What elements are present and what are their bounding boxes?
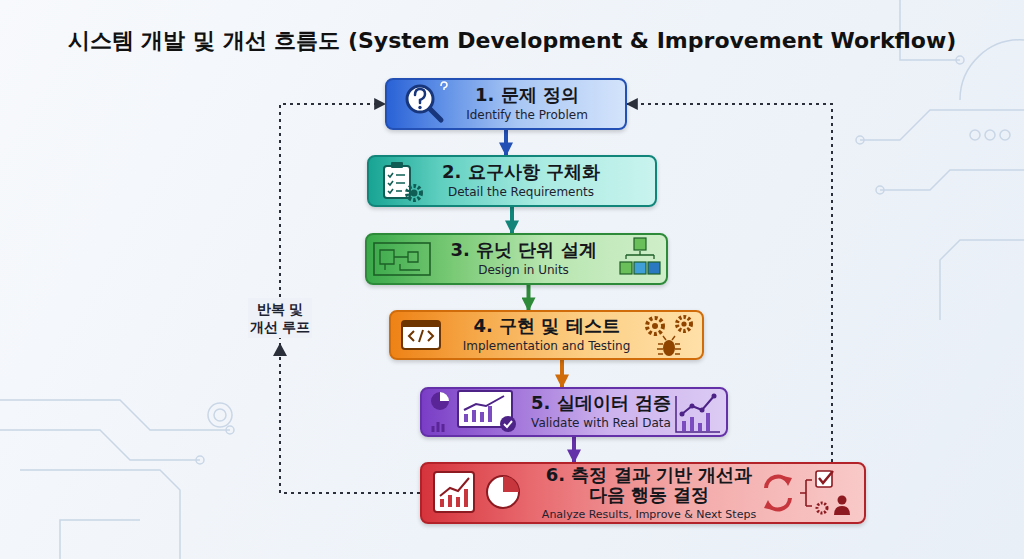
loop-arrowhead	[273, 343, 287, 356]
circuit-node	[214, 409, 226, 421]
process-box: 3. 유닛 단위 설계 Design in Units	[365, 233, 668, 285]
process-box: 5. 실데이터 검증 Validate with Real Data	[420, 387, 728, 437]
circuit-arc	[960, 40, 1024, 100]
circuit-line	[0, 430, 200, 460]
circuit-line	[60, 520, 140, 559]
step-title: 3. 유닛 단위 설계	[450, 240, 596, 261]
circuit-line	[0, 400, 230, 430]
process-box: 2. 요구사항 구체화 Detail the Requirements	[367, 155, 657, 207]
step-subtitle: Detail the Requirements	[448, 185, 594, 199]
step-title: 2. 요구사항 구체화	[442, 162, 600, 183]
step-title: 4. 구현 및 테스트	[473, 316, 619, 337]
circuit-line	[880, 170, 1024, 190]
step-title: 1. 문제 정의	[475, 85, 579, 106]
process-box: 1. 문제 정의 Identify the Problem	[385, 78, 627, 130]
circuit-node	[226, 426, 234, 434]
circuit-node	[956, 56, 964, 64]
circuit-line	[860, 110, 1024, 140]
circuit-node	[208, 403, 232, 427]
step-title: 5. 실데이터 검증	[531, 393, 671, 414]
diagram-title: 시스템 개발 및 개선 흐름도 (System Development & Im…	[0, 26, 1024, 56]
process-box: 4. 구현 및 테스트 Implementation and Testing	[389, 310, 704, 360]
flow-arrow	[504, 130, 508, 155]
circuit-node	[856, 136, 864, 144]
step-subtitle: Design in Units	[478, 263, 569, 277]
step-subtitle: Identify the Problem	[466, 108, 588, 122]
process-box: 6. 측정 결과 기반 개선과 다음 행동 결정 Analyze Results,…	[420, 462, 866, 524]
circuit-node	[970, 130, 980, 140]
circuit-line	[940, 240, 1024, 320]
step-title: 6. 측정 결과 기반 개선과 다음 행동 결정	[534, 465, 764, 506]
flow-arrow	[572, 437, 576, 462]
step-subtitle: Validate with Real Data	[531, 416, 671, 430]
circuit-node	[196, 456, 204, 464]
circuit-node	[985, 130, 995, 140]
flow-arrow	[560, 360, 564, 387]
loop-label: 반복 및 개선 루프	[248, 298, 312, 338]
flow-arrow	[527, 285, 531, 310]
step-subtitle: Analyze Results, Improve & Next Steps	[542, 508, 756, 521]
circuit-node	[1000, 130, 1010, 140]
step-subtitle: Implementation and Testing	[463, 339, 631, 353]
circuit-line	[20, 470, 180, 559]
circuit-node	[876, 186, 884, 194]
flow-arrow	[510, 207, 514, 233]
